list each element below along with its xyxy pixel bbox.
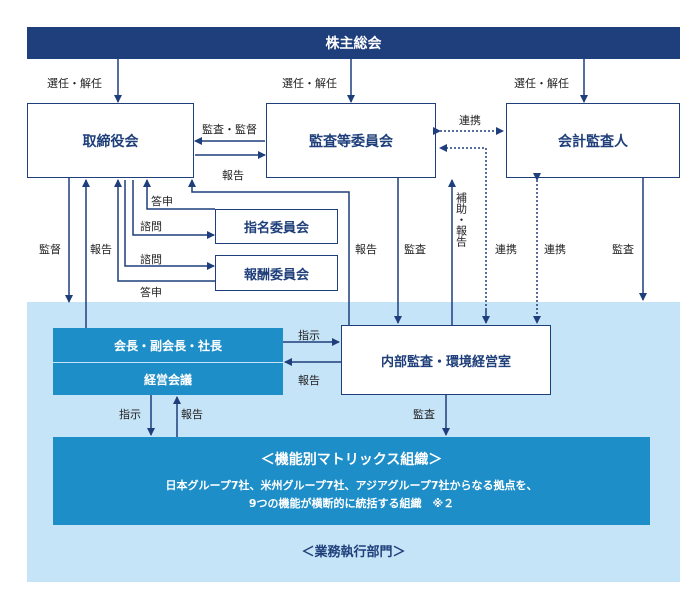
label-report-mid: 報告 bbox=[355, 243, 377, 256]
arrow-shimon-nomination bbox=[132, 180, 215, 239]
label-collab-left: 連携 bbox=[495, 243, 517, 256]
label-assist-report: 補助・報告 bbox=[454, 192, 468, 247]
arrow-toushin-remuneration bbox=[114, 179, 215, 282]
executive-division-label: ＜業務執行部門＞ bbox=[301, 545, 406, 560]
arrow-ia-report-to-board bbox=[188, 179, 350, 325]
shareholders-meeting-header: 株主総会 bbox=[27, 27, 680, 59]
label-instruct: 指示 bbox=[298, 329, 320, 342]
arrow-collab-left bbox=[439, 144, 487, 322]
label-instruct-down: 指示 bbox=[119, 408, 141, 421]
management-meeting-box: 経営会議 bbox=[53, 363, 283, 395]
label-shimon-remuneration: 諮問 bbox=[140, 253, 162, 266]
accounting-auditor-box: 会計監査人 bbox=[506, 103, 680, 178]
label-report-up-matrix: 報告 bbox=[181, 408, 203, 421]
label-report-board: 報告 bbox=[222, 169, 244, 182]
internal-audit-office-box: 内部監査・環境経営室 bbox=[341, 325, 551, 395]
label-collab-top: 連携 bbox=[459, 114, 481, 127]
matrix-title: ＜機能別マトリックス組織＞ bbox=[260, 452, 443, 469]
label-report-left: 報告 bbox=[90, 243, 112, 256]
label-audit-mid: 監査 bbox=[404, 243, 426, 256]
label-elect-audit-committee: 選任・解任 bbox=[282, 77, 337, 90]
remuneration-committee-box: 報酬委員会 bbox=[215, 255, 338, 291]
functional-matrix-organization-box: ＜機能別マトリックス組織＞ 日本グループ7社、米州グループ7社、アジアグループ7… bbox=[53, 437, 650, 525]
label-report-ia: 報告 bbox=[298, 374, 320, 387]
matrix-description-line1: 日本グループ7社、米州グループ7社、アジアグループ7社からなる拠点を、 bbox=[165, 479, 538, 493]
label-audit-supervise: 監査・監督 bbox=[202, 123, 257, 136]
matrix-description-line2: 9つの機能が横断的に統括する組織 ※２ bbox=[248, 497, 455, 510]
board-of-directors-box: 取締役会 bbox=[27, 103, 194, 178]
label-toushin-nomination: 答申 bbox=[151, 195, 173, 208]
label-collab-right: 連携 bbox=[544, 243, 566, 256]
label-audit-right: 監査 bbox=[612, 243, 634, 256]
audit-committee-box: 監査等委員会 bbox=[266, 103, 436, 178]
nomination-committee-box: 指名委員会 bbox=[215, 209, 338, 244]
arrow-shimon-remuneration bbox=[124, 180, 215, 270]
label-elect-board: 選任・解任 bbox=[47, 77, 102, 90]
label-shimon-nomination: 諮問 bbox=[140, 220, 162, 233]
label-toushin-remuneration: 答申 bbox=[140, 286, 162, 299]
label-supervise: 監督 bbox=[39, 243, 61, 256]
label-elect-accountant: 選任・解任 bbox=[514, 77, 569, 90]
label-audit-matrix: 監査 bbox=[413, 408, 435, 421]
president-box: 会長・副会長・社長 bbox=[53, 328, 283, 362]
